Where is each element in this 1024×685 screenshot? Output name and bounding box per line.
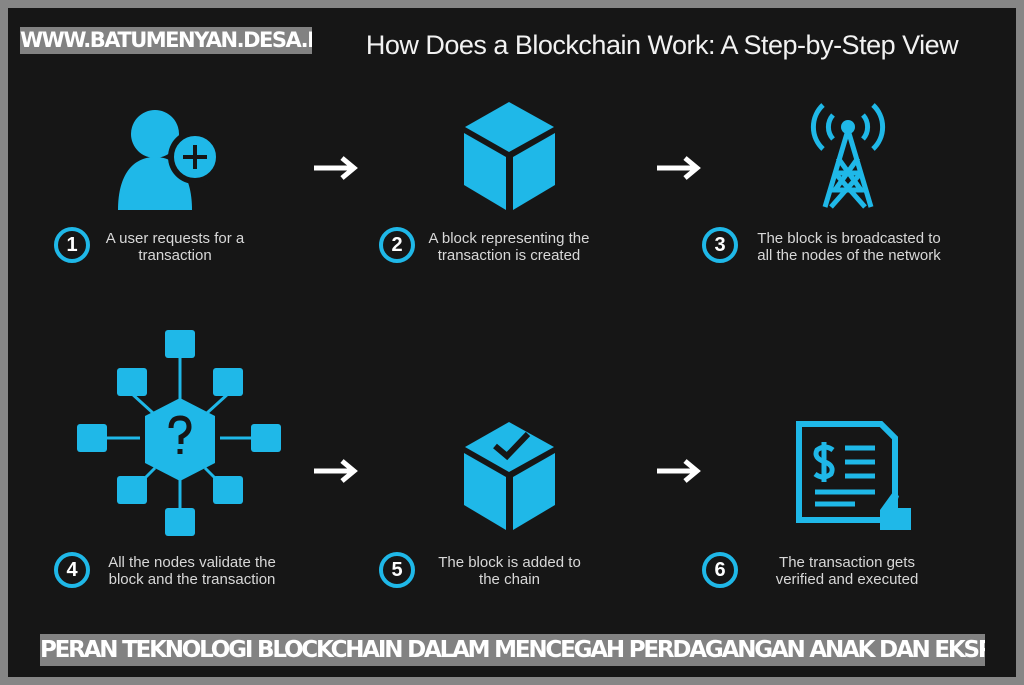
broadcast-tower-icon: [810, 103, 886, 209]
step-caption-1: A user requests for a transaction: [105, 230, 245, 264]
arrow-right-icon: [657, 459, 701, 483]
user-add-icon: [118, 110, 222, 210]
step-caption-4: All the nodes validate the block and the…: [108, 554, 276, 588]
arrow-right-icon: [314, 156, 358, 180]
caption-banner: PERAN TEKNOLOGI BLOCKCHAIN DALAM MENCEGA…: [40, 634, 985, 666]
watermark: WWW.BATUMENYAN.DESA.ID: [20, 27, 312, 54]
step-number-1: 1: [54, 227, 90, 263]
step-caption-2: A block representing the transaction is …: [428, 230, 590, 264]
step-caption-5: The block is added to the chain: [438, 554, 581, 588]
step-number-4: 4: [54, 552, 90, 588]
step-number-6: 6: [702, 552, 738, 588]
arrow-right-icon: [657, 156, 701, 180]
cube-check-icon: [464, 422, 555, 530]
step-caption-6: The transaction gets verified and execut…: [775, 554, 919, 588]
step-number-5: 5: [379, 552, 415, 588]
infographic-title: How Does a Blockchain Work: A Step-by-St…: [365, 30, 959, 60]
invoice-approved-icon: [796, 421, 911, 530]
step-number-2: 2: [379, 227, 415, 263]
arrow-right-icon: [314, 459, 358, 483]
network-validation-icon: [77, 330, 281, 536]
cube-icon: [464, 102, 555, 210]
step-number-3: 3: [702, 227, 738, 263]
step-caption-3: The block is broadcasted to all the node…: [757, 230, 941, 264]
